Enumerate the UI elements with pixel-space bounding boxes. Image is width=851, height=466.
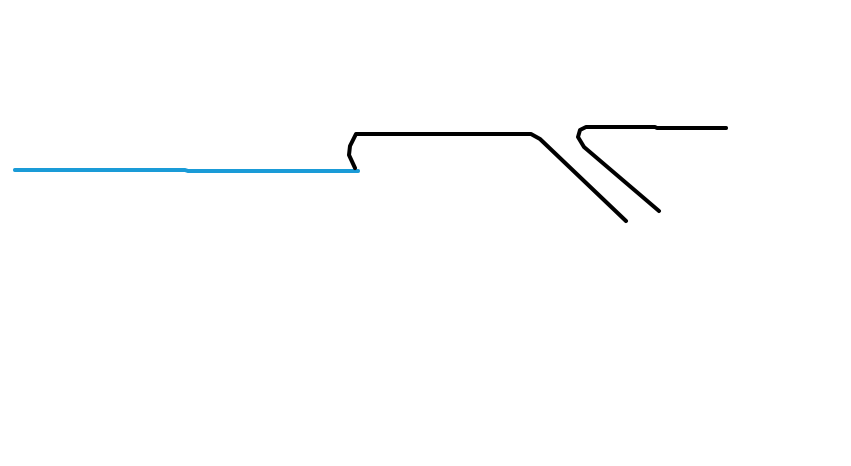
blue-stroke: [13, 168, 360, 173]
black-stroke-bent: [347, 132, 628, 223]
black-stroke-return: [576, 125, 728, 213]
